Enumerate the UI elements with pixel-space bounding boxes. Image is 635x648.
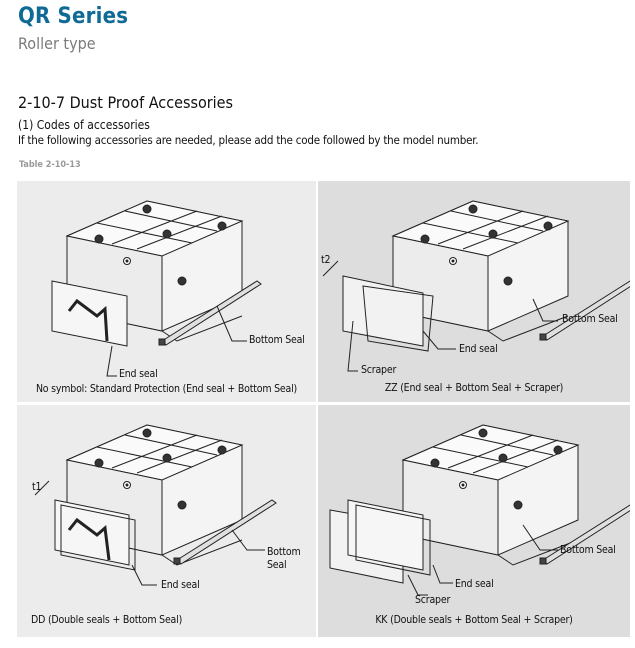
label-bottom-seal: Bottom Seal	[249, 334, 305, 346]
kk-illustration	[329, 424, 630, 596]
dd-illustration	[34, 424, 277, 586]
label-bottom-seal: Bottom Seal	[562, 313, 618, 325]
label-seal: Seal	[267, 559, 287, 571]
table-label: Table 2-10-13	[19, 160, 81, 170]
caption-zz: ZZ (End seal + Bottom Seal + Scraper)	[384, 382, 564, 394]
zz-illustration	[322, 200, 630, 372]
label-end-seal: End seal	[455, 578, 494, 590]
subsection-heading: (1) Codes of accessories	[18, 118, 150, 132]
panel-kk: Bottom Seal End seal Scraper KK (Double …	[318, 405, 630, 637]
page-title: QR Series	[18, 4, 129, 29]
panel-standard-protection: Bottom Seal End seal No symbol: Standard…	[17, 181, 316, 402]
caption-kk: KK (Double seals + Bottom Seal + Scraper…	[375, 614, 573, 626]
label-bottom: Bottom	[267, 546, 301, 558]
label-t2: t2	[321, 254, 331, 266]
label-end-seal: End seal	[161, 579, 200, 591]
panel-dd: t1 Bottom Seal End seal DD (Double seals…	[17, 405, 316, 637]
caption-dd: DD (Double seals + Bottom Seal)	[31, 614, 183, 626]
label-end-seal: End seal	[459, 343, 498, 355]
description-text: If the following accessories are needed,…	[18, 133, 479, 147]
label-bottom-seal: Bottom Seal	[560, 544, 616, 556]
caption-standard: No symbol: Standard Protection (End seal…	[35, 383, 298, 395]
label-end-seal: End seal	[119, 368, 158, 380]
end-seal-shape	[51, 280, 128, 347]
page-subtitle: Roller type	[18, 34, 96, 53]
panel-zz: t2 Bottom Seal End seal Scraper ZZ (End …	[318, 181, 630, 402]
label-t1: t1	[32, 481, 42, 493]
section-heading: 2-10-7 Dust Proof Accessories	[18, 93, 234, 112]
label-scraper: Scraper	[361, 364, 397, 376]
label-scraper: Scraper	[415, 594, 451, 606]
standard-protection-illustration	[51, 200, 262, 377]
